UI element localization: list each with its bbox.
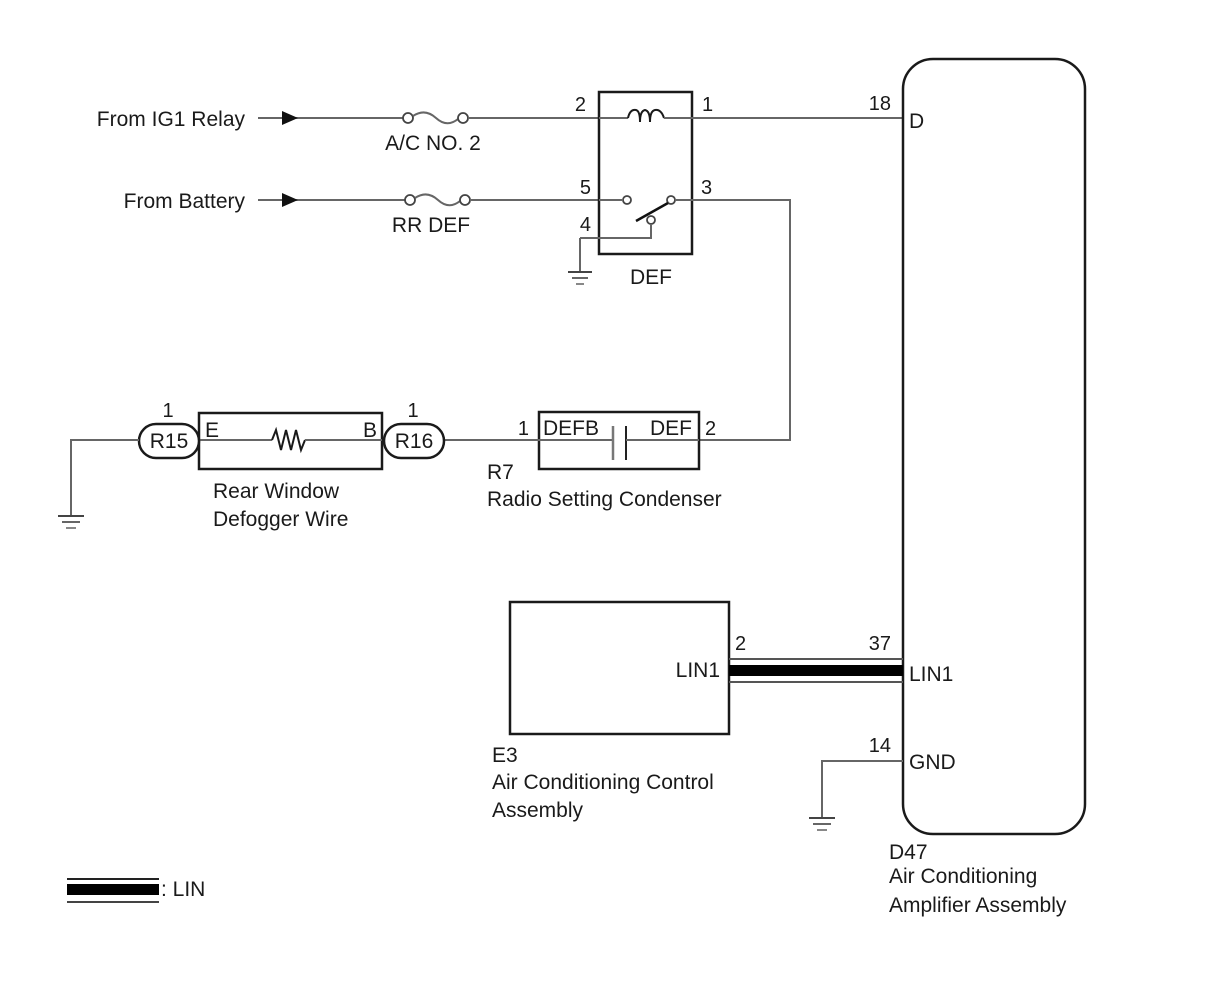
defogger-ground-wire: [70, 439, 139, 516]
radio-setting-condenser: DEFB DEF 1 2 R7 Radio Setting Condenser: [444, 410, 722, 511]
def-relay: 2 1 5 3 4 DEF: [575, 90, 713, 289]
battery-arrow-icon: [282, 193, 298, 207]
battery-circuit: From Battery RR DEF: [124, 190, 600, 237]
relay-pin-5: 5: [580, 177, 591, 199]
defogger-terminal-e: E: [205, 419, 219, 442]
r15-pin: 1: [162, 400, 173, 422]
ig1-source-label: From IG1 Relay: [97, 108, 246, 131]
amplifier-name-line1: Air Conditioning: [889, 865, 1037, 888]
condenser-code: R7: [487, 461, 514, 484]
relay-pin-1: 1: [702, 94, 713, 116]
condenser-pin-2: 2: [705, 418, 716, 440]
defogger-terminal-b: B: [363, 419, 377, 442]
connector-r16: R16 1: [382, 400, 446, 460]
ig1-circuit: From IG1 Relay A/C NO. 2: [97, 108, 600, 155]
rr-def-fuse-icon: [404, 193, 471, 207]
control-name-line2: Assembly: [492, 799, 584, 822]
control-terminal-lin1: LIN1: [676, 659, 720, 682]
condenser-pin-1: 1: [518, 418, 529, 440]
amplifier-name-line2: Amplifier Assembly: [889, 894, 1067, 917]
condenser-terminal-defb: DEFB: [543, 417, 599, 440]
control-pin-2: 2: [735, 633, 746, 655]
r16-outline: [382, 422, 446, 460]
legend: : LIN: [67, 878, 205, 903]
amplifier-box: [901, 57, 1087, 836]
defogger-name-line1: Rear Window: [213, 480, 340, 503]
switch-blade-icon: [635, 201, 669, 223]
relay-ground-icon: [568, 238, 592, 285]
condenser-name: Radio Setting Condenser: [487, 488, 722, 511]
lin-legend-label: : LIN: [161, 878, 205, 901]
rr-def-fuse-label: RR DEF: [392, 214, 470, 237]
ac-control-assembly: LIN1 2 E3 Air Conditioning Control Assem…: [492, 600, 746, 822]
amplifier-ground-wire: [821, 760, 903, 817]
battery-source-label: From Battery: [124, 190, 246, 213]
ig1-arrow-icon: [282, 111, 298, 125]
connector-r15: R15 1: [137, 400, 201, 460]
amplifier-pin-37: 37: [869, 633, 891, 655]
capacitor-icon: [611, 426, 627, 460]
defogger-name-line2: Defogger Wire: [213, 508, 348, 531]
defogger-ground-icon: [58, 515, 84, 529]
switch-ground-wire: [580, 224, 652, 239]
amplifier-ground-icon: [809, 817, 835, 831]
r16-pin: 1: [407, 400, 418, 422]
rear-window-defogger: E B Rear Window Defogger Wire: [197, 411, 384, 531]
control-code: E3: [492, 744, 518, 767]
condenser-terminal-def: DEF: [650, 417, 692, 440]
switch-pivot: [646, 215, 656, 225]
amplifier-pin-14: 14: [869, 735, 891, 757]
amplifier-assembly: 18 D 37 LIN1 14 GND D47 Air Conditioning…: [869, 57, 1087, 917]
control-name-line1: Air Conditioning Control: [492, 771, 714, 794]
ac-no2-fuse-label: A/C NO. 2: [385, 132, 481, 155]
amplifier-terminal-d: D: [909, 110, 924, 133]
relay-pin-4: 4: [580, 214, 591, 236]
relay-name: DEF: [630, 266, 672, 289]
lin-bus-wire: [729, 658, 903, 683]
switch-contact-5: [622, 195, 632, 205]
relay-pin-2: 2: [575, 94, 586, 116]
relay-pin-3: 3: [701, 177, 712, 199]
resistor-icon: [271, 426, 306, 454]
r16-label: R16: [395, 430, 434, 453]
lin-legend-symbol: [67, 878, 159, 903]
ac-no2-fuse-icon: [402, 111, 469, 125]
amplifier-terminal-gnd: GND: [909, 751, 956, 774]
amplifier-code: D47: [889, 841, 928, 864]
coil-icon: [627, 108, 665, 123]
relay-box: [597, 90, 694, 256]
amplifier-terminal-lin1: LIN1: [909, 663, 953, 686]
switch-contact-3: [666, 195, 676, 205]
r15-label: R15: [150, 430, 189, 453]
amplifier-pin-18: 18: [869, 93, 891, 115]
relay-to-condenser-wire: [692, 199, 791, 441]
